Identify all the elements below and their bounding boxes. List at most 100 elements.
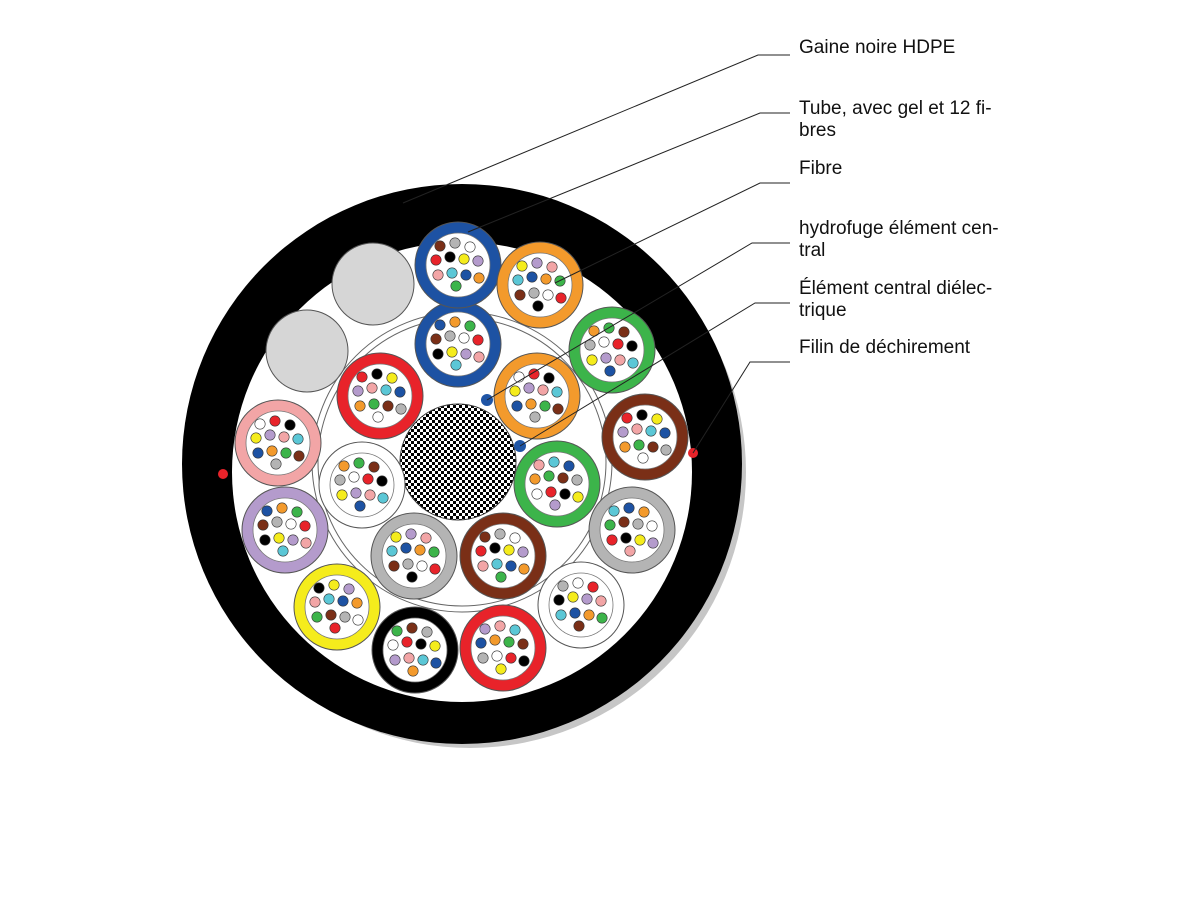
fiber: [618, 326, 630, 338]
label-fibre: Fibre: [799, 158, 842, 180]
fiber: [631, 423, 643, 435]
fiber: [371, 368, 383, 380]
loose-tube-brown: [601, 393, 689, 481]
fiber: [464, 241, 476, 253]
fiber: [350, 487, 362, 499]
fiber: [489, 542, 501, 554]
fiber: [449, 237, 461, 249]
fiber: [405, 528, 417, 540]
fiber: [516, 260, 528, 272]
fiber: [634, 534, 646, 546]
fiber: [430, 254, 442, 266]
fiber: [309, 596, 321, 608]
fiber: [572, 577, 584, 589]
fiber: [299, 520, 311, 532]
fiber: [509, 385, 521, 397]
fiber: [372, 411, 384, 423]
fiber: [338, 460, 350, 472]
label-dielectric-central-element: Élément central diélec- trique: [799, 278, 992, 322]
fiber: [528, 368, 540, 380]
fiber: [285, 518, 297, 530]
label-water-line-1: hydrofuge élément cen-: [799, 218, 999, 239]
fiber: [406, 571, 418, 583]
fiber: [386, 545, 398, 557]
fiber: [651, 413, 663, 425]
fiber: [403, 652, 415, 664]
fiber: [460, 269, 472, 281]
leader-line-sheath: [402, 54, 790, 204]
fiber: [269, 415, 281, 427]
leader-line-ripcord: [692, 361, 790, 454]
fiber: [543, 372, 555, 384]
fiber: [400, 542, 412, 554]
fiber: [596, 612, 608, 624]
fiber: [479, 623, 491, 635]
fiber: [491, 558, 503, 570]
fiber: [548, 456, 560, 468]
leader-line-fibre: [554, 182, 790, 284]
fiber: [567, 591, 579, 603]
fiber: [503, 636, 515, 648]
label-central-line-1: Élément central diélec-: [799, 278, 993, 299]
fiber: [559, 488, 571, 500]
fiber: [401, 636, 413, 648]
fiber: [353, 457, 365, 469]
fiber: [586, 354, 598, 366]
fiber: [259, 534, 271, 546]
fiber: [352, 614, 364, 626]
label-ripcord: Filin de déchirement: [799, 337, 970, 359]
fiber: [450, 359, 462, 371]
fiber: [450, 280, 462, 292]
label-water-line-2: tral: [799, 240, 826, 261]
fiber: [604, 519, 616, 531]
fiber: [325, 609, 337, 621]
fiber: [555, 292, 567, 304]
fiber: [553, 594, 565, 606]
fiber: [414, 544, 426, 556]
fiber: [458, 253, 470, 265]
fiber: [336, 489, 348, 501]
fiber: [473, 272, 485, 284]
fiber: [531, 257, 543, 269]
fiber: [572, 491, 584, 503]
fiber: [368, 461, 380, 473]
fiber: [595, 595, 607, 607]
fiber: [390, 531, 402, 543]
fiber: [464, 320, 476, 332]
fiber: [352, 385, 364, 397]
label-ripcord-text: Filin de déchirement: [799, 337, 971, 358]
fiber: [518, 655, 530, 667]
fiber: [252, 447, 264, 459]
fiber: [376, 475, 388, 487]
fiber: [573, 620, 585, 632]
fiber: [434, 240, 446, 252]
label-black-hdpe-sheath: Gaine noire HDPE: [799, 37, 955, 59]
loose-tube-orange: [496, 241, 584, 329]
fiber: [542, 289, 554, 301]
loose-tube-gray: [370, 512, 458, 600]
fiber: [382, 400, 394, 412]
fiber: [311, 611, 323, 623]
fiber: [563, 460, 575, 472]
fiber: [532, 300, 544, 312]
fiber: [271, 516, 283, 528]
loose-tube-blue: [414, 300, 502, 388]
fiber: [491, 650, 503, 662]
fiber: [479, 531, 491, 543]
fiber: [329, 622, 341, 634]
fiber: [429, 640, 441, 652]
fiber: [624, 545, 636, 557]
fiber: [351, 597, 363, 609]
fiber: [606, 534, 618, 546]
fiber: [472, 334, 484, 346]
fiber: [339, 611, 351, 623]
fiber: [293, 450, 305, 462]
fiber: [292, 433, 304, 445]
fiber: [646, 520, 658, 532]
fiber: [432, 269, 444, 281]
fiber: [583, 609, 595, 621]
fiber: [354, 500, 366, 512]
fiber: [446, 267, 458, 279]
fiber: [503, 544, 515, 556]
